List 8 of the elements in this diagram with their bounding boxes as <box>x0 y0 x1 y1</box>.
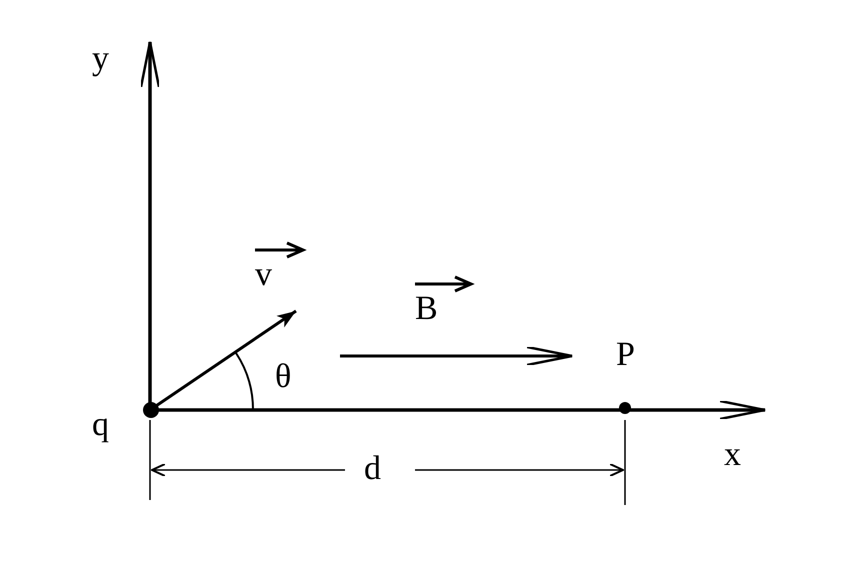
vector-label: v <box>255 258 272 292</box>
axis-label: y <box>92 42 109 76</box>
axis-label: x <box>724 438 741 472</box>
point-label: P <box>616 338 635 372</box>
dimension-label: d <box>364 452 381 486</box>
angle-label: θ <box>275 360 292 394</box>
charge-label: q <box>92 408 109 442</box>
vector-label: B <box>415 292 438 326</box>
